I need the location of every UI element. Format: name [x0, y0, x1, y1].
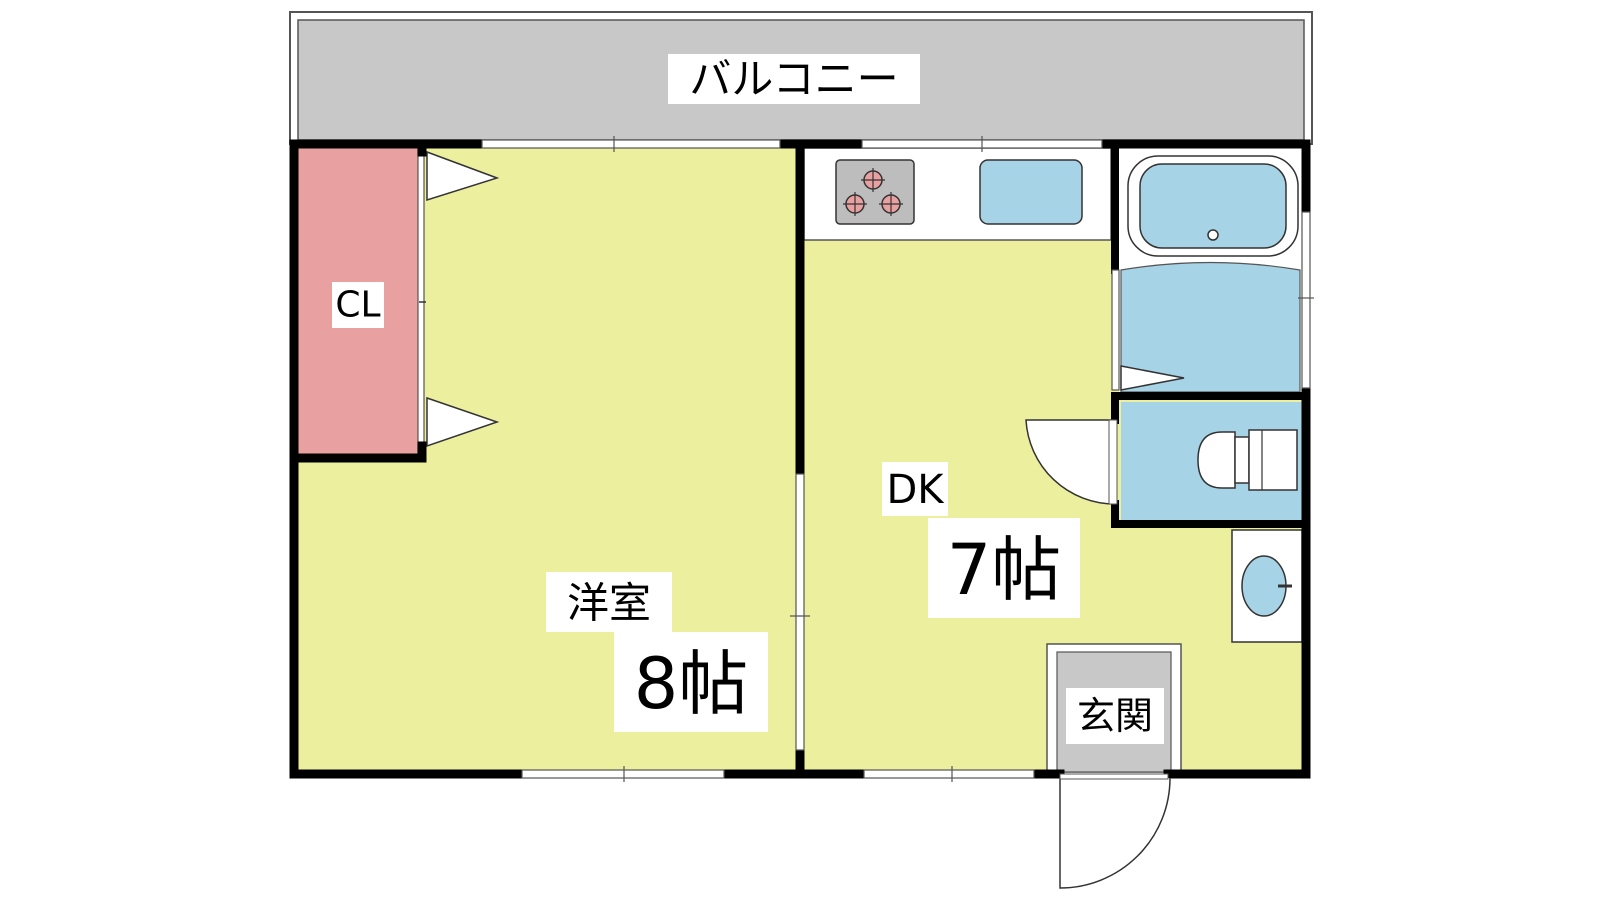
walls	[289, 139, 1311, 779]
windows	[481, 136, 1314, 782]
closet-doors	[417, 149, 500, 455]
sink-icon	[979, 159, 1083, 225]
sliding-door	[790, 473, 810, 751]
toilet-icon	[1197, 429, 1298, 491]
toilet-door	[1025, 419, 1118, 505]
label-closet: CL	[332, 282, 384, 328]
bathtub-icon	[1127, 155, 1299, 257]
dk-size: 7帖	[947, 529, 1062, 611]
label-balcony: バルコニー	[668, 54, 920, 104]
closet-label: CL	[335, 285, 380, 326]
entrance-door	[1059, 773, 1171, 889]
balcony-label: バルコニー	[689, 55, 898, 104]
bathroom	[1119, 148, 1302, 393]
dk-label: DK	[886, 467, 945, 513]
washbasin-icon	[1231, 529, 1303, 643]
bath-floor	[1120, 261, 1301, 393]
entrance-label: 玄関	[1077, 694, 1153, 738]
balcony	[289, 11, 1313, 145]
label-dk: DK 7帖	[882, 462, 1080, 618]
western-room-label: 洋室	[567, 579, 651, 628]
western-room-size: 8帖	[634, 643, 749, 725]
toilet-room	[1121, 402, 1302, 520]
label-western-room: 洋室 8帖	[546, 572, 768, 732]
label-entrance: 玄関	[1066, 688, 1164, 744]
stove-icon	[835, 159, 915, 225]
bath-door	[1111, 269, 1185, 391]
